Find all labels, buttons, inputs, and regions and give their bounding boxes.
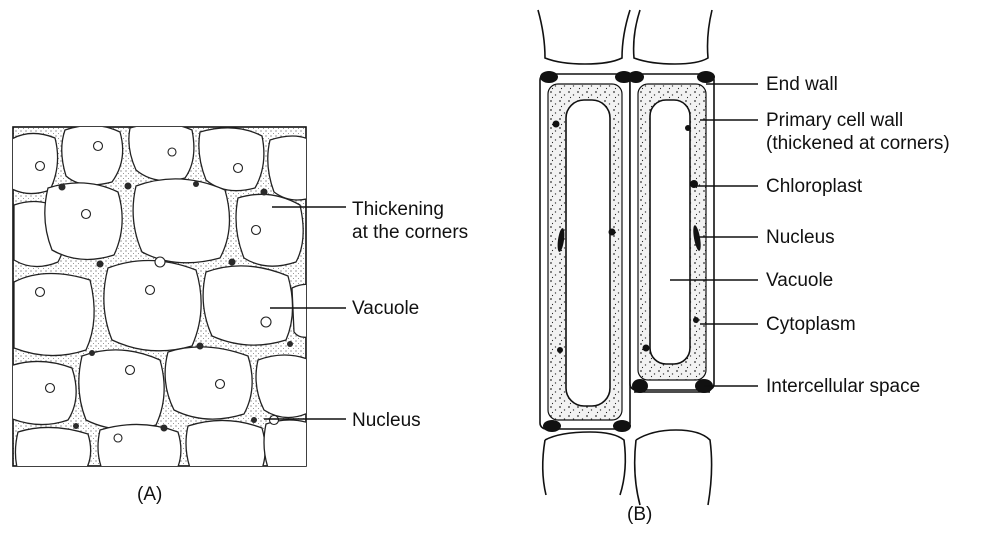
label-vacuole-b: Vacuole [766, 269, 833, 292]
caption-a: (A) [137, 484, 162, 506]
label-end-wall: End wall [766, 73, 838, 96]
label-thickening-line2: at the corners [352, 221, 468, 244]
label-primary-wall-line1: Primary cell wall [766, 109, 950, 132]
label-vacuole-a: Vacuole [352, 297, 419, 320]
label-primary-cell-wall: Primary cell wall (thickened at corners) [766, 109, 950, 155]
figure-b-cells [538, 10, 758, 505]
label-intercellular-space: Intercellular space [766, 375, 920, 398]
figure-a-tissue [10, 123, 346, 478]
label-thickening: Thickening at the corners [352, 198, 468, 244]
label-chloroplast: Chloroplast [766, 175, 862, 198]
label-primary-wall-line2: (thickened at corners) [766, 132, 950, 155]
label-cytoplasm: Cytoplasm [766, 313, 856, 336]
label-thickening-line1: Thickening [352, 198, 468, 221]
label-nucleus-a: Nucleus [352, 409, 421, 432]
label-nucleus-b: Nucleus [766, 226, 835, 249]
caption-b: (B) [627, 504, 652, 526]
